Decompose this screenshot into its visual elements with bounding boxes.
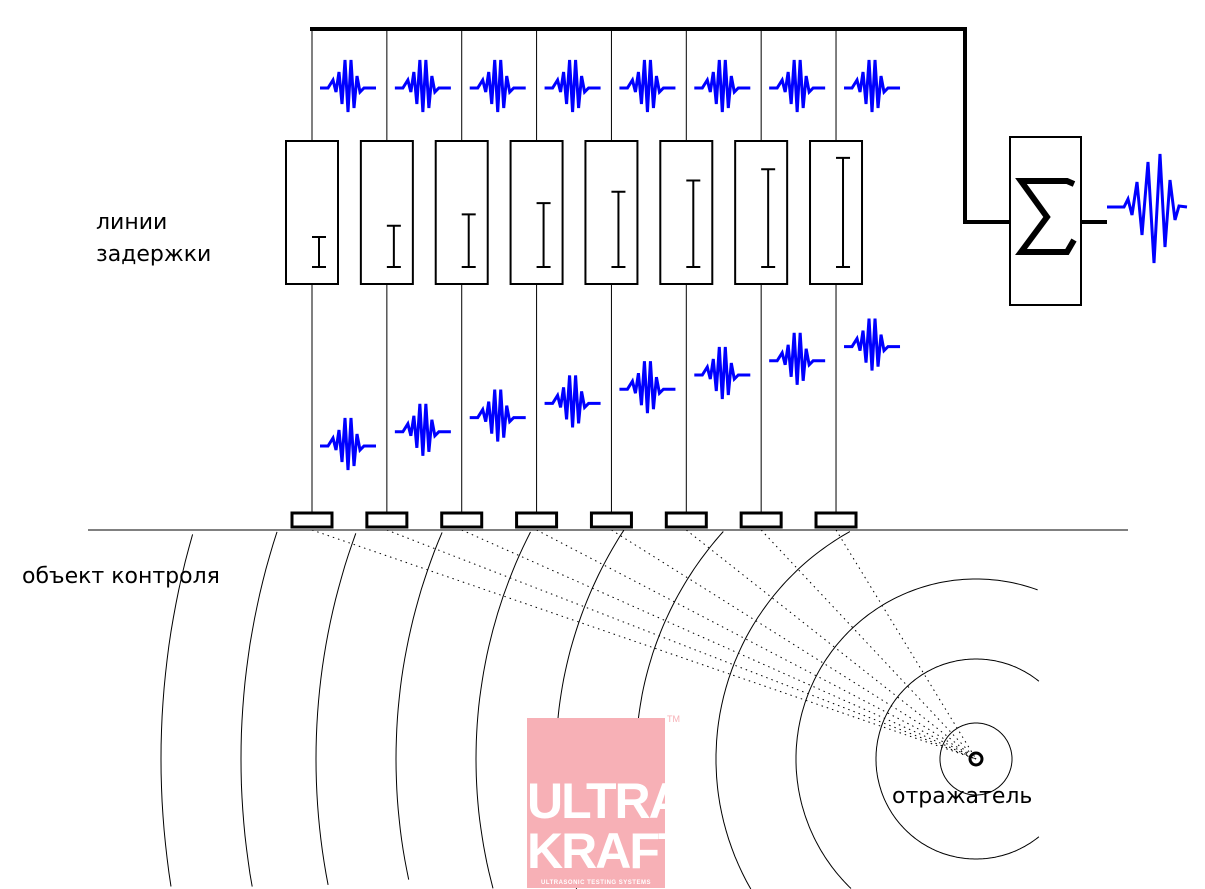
channel-6 xyxy=(659,29,751,529)
wavefront-11 xyxy=(160,534,194,887)
wavefront-2 xyxy=(875,658,1040,860)
aligned-pulse-icon xyxy=(844,59,901,113)
channel-8 xyxy=(809,29,901,529)
wavefront-8 xyxy=(395,532,443,880)
aligned-pulse-icon xyxy=(769,59,826,113)
received-pulse-icon xyxy=(544,375,601,428)
test-object-label: объект контроля xyxy=(22,564,220,589)
delay-marker xyxy=(611,190,626,268)
aligned-pulse-icon xyxy=(544,59,601,113)
logo-text-line1: ULTRA xyxy=(527,773,685,829)
delay-line-box xyxy=(584,140,639,285)
channel-2 xyxy=(359,29,451,529)
logo-tagline: ULTRASONIC TESTING SYSTEMS xyxy=(541,880,651,886)
channels xyxy=(285,29,901,529)
output-signal-icon xyxy=(1107,153,1188,264)
reflector-icon xyxy=(968,751,984,767)
aligned-pulse-icon xyxy=(619,59,676,113)
delay-line-box xyxy=(285,140,339,285)
delay-lines-label-line2: задержки xyxy=(96,242,212,267)
received-pulse-icon xyxy=(619,361,676,414)
wavefront-3 xyxy=(795,578,1038,889)
summing-bus xyxy=(310,27,1010,224)
wavefront-4 xyxy=(715,531,851,889)
reflected-rays xyxy=(311,529,977,760)
delay-marker xyxy=(686,179,701,268)
received-pulse-icon xyxy=(394,403,451,456)
ray-2 xyxy=(386,529,977,760)
ray-3 xyxy=(461,529,977,760)
delay-line-box xyxy=(734,140,789,285)
delay-line-box xyxy=(809,140,864,285)
received-pulse-icon xyxy=(469,389,526,442)
transducer-element xyxy=(440,511,484,529)
ray-8 xyxy=(835,529,977,760)
wavefront-9 xyxy=(315,533,357,885)
sigma-icon xyxy=(1015,178,1077,255)
delay-marker xyxy=(386,224,401,268)
delay-line-box xyxy=(434,140,489,285)
ray-4 xyxy=(536,529,977,760)
received-pulse-icon xyxy=(694,346,751,400)
delay-marker xyxy=(461,213,476,268)
wavefront-7 xyxy=(475,531,531,889)
ultrakraft-logo: ULTRA KRAFT ULTRASONIC TESTING SYSTEMS T… xyxy=(527,714,688,888)
delay-line-box xyxy=(659,140,714,285)
aligned-pulse-icon xyxy=(469,59,526,113)
delay-lines-label: линии задержки xyxy=(96,207,211,271)
channel-3 xyxy=(434,29,526,529)
transducer-element xyxy=(365,511,409,529)
transducer-element xyxy=(814,511,858,529)
wavefront-10 xyxy=(240,531,278,887)
received-pulse-icon xyxy=(769,332,826,385)
channel-4 xyxy=(509,29,601,529)
delay-marker xyxy=(536,202,551,268)
transducer-element xyxy=(290,511,334,529)
aligned-pulse-icon xyxy=(394,59,451,113)
delay-marker xyxy=(312,236,326,268)
transducer-element xyxy=(739,511,783,529)
channel-1 xyxy=(285,29,376,529)
transducer-element xyxy=(589,511,633,529)
delay-marker xyxy=(836,156,851,268)
transducer-element xyxy=(664,511,708,529)
logo-text-line2: KRAFT xyxy=(527,823,688,879)
received-pulse-icon xyxy=(320,417,376,471)
wavefront-1 xyxy=(939,722,1013,796)
delay-line-box xyxy=(359,140,414,285)
reflector-label: отражатель xyxy=(892,784,1033,809)
ray-6 xyxy=(685,529,977,760)
channel-5 xyxy=(584,29,676,529)
delay-lines-label-line1: линии xyxy=(96,210,168,235)
delay-marker xyxy=(761,168,776,268)
aligned-pulse-icon xyxy=(694,59,751,113)
ray-5 xyxy=(611,529,977,760)
delay-line-box xyxy=(509,140,564,285)
received-pulse-icon xyxy=(844,318,901,371)
transducer-element xyxy=(515,511,559,529)
aligned-pulse-icon xyxy=(320,59,376,113)
channel-7 xyxy=(734,29,826,529)
logo-trademark: TM xyxy=(667,714,680,724)
